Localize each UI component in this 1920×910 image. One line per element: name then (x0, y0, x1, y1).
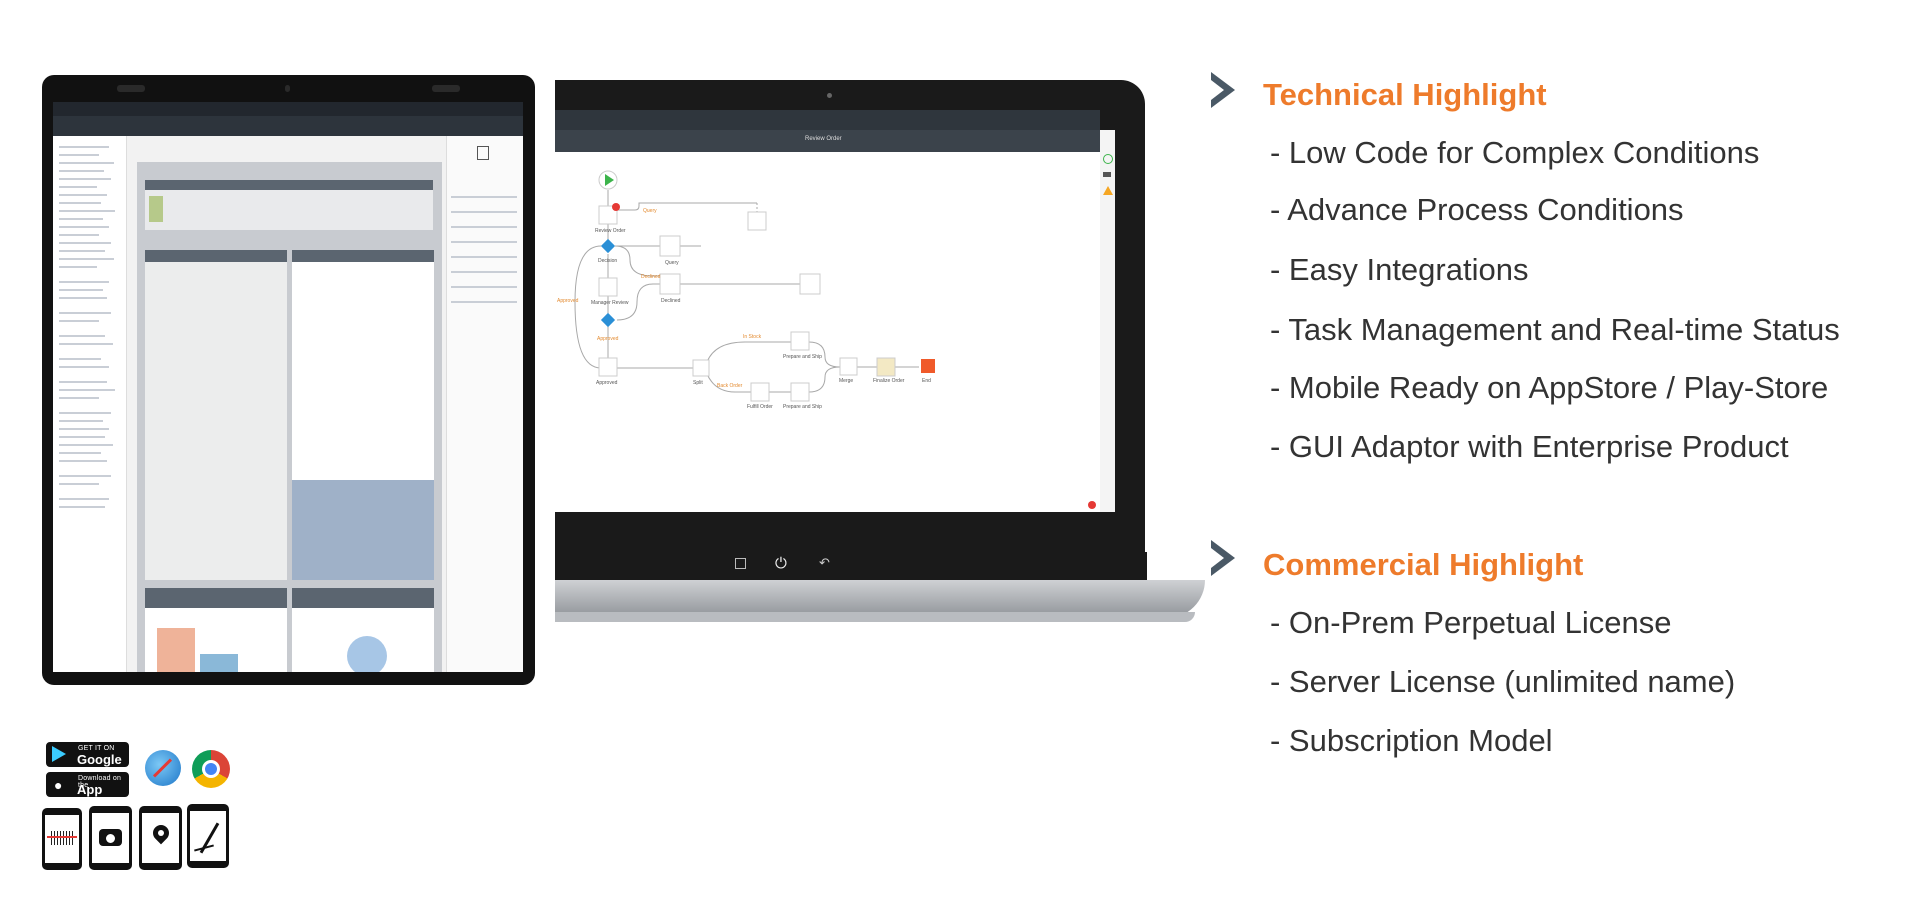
technical-highlight-title: Technical Highlight (1263, 77, 1547, 112)
laptop-base (555, 580, 1205, 618)
workflow-tab-bar: Review Order (555, 130, 1100, 152)
node-label-approved: Approved (596, 380, 618, 386)
safari-icon (145, 750, 181, 786)
node-label-decision: Decision (598, 258, 617, 264)
power-icon[interactable]: ⏻ (775, 555, 787, 572)
commercial-item-1: - On-Prem Perpetual License (1270, 605, 1672, 640)
technical-chevron-cutout (1211, 80, 1224, 100)
camera-phone-icon (89, 806, 132, 870)
app-store-badge[interactable]: ● Download on the App Store (46, 772, 129, 797)
designer-tab-bar (53, 116, 523, 136)
tablet-mockup (42, 75, 535, 685)
node-label-split: Split (693, 380, 703, 386)
laptop-mockup: Review Order (555, 80, 1147, 580)
technical-item-4: - Task Management and Real-time Status (1270, 312, 1840, 347)
edge-label-approved: Approved (597, 336, 619, 342)
workflow-header-bar (555, 110, 1100, 130)
technical-item-5: - Mobile Ready on AppStore / Play-Store (1270, 370, 1829, 405)
node-label-merge: Merge (839, 378, 853, 384)
designer-canvas (137, 162, 442, 672)
node-label-manager: Manager Review (591, 300, 629, 306)
commercial-chevron-cutout (1211, 548, 1224, 568)
laptop-base-edge (555, 612, 1195, 622)
play-triangle-icon (52, 746, 66, 762)
google-play-badge[interactable]: GET IT ON Google Play (46, 742, 129, 767)
workflow-diagram: Query Declined Approved Approved In Stoc… (557, 170, 1096, 509)
designer-title-bar (53, 102, 523, 116)
workflow-tab-title: Review Order (805, 136, 842, 142)
apple-icon: ● (54, 777, 63, 793)
recent-apps-icon[interactable] (735, 558, 746, 569)
node-label-finalize: Finalize Order (873, 378, 905, 384)
technical-item-2: - Advance Process Conditions (1270, 192, 1684, 227)
back-icon[interactable]: ↶ (819, 555, 830, 570)
node-label-prepare-2: Prepare and Ship (783, 404, 822, 410)
commercial-item-3: - Subscription Model (1270, 723, 1553, 758)
android-nav-bar: ⏻ ↶ (555, 552, 1147, 580)
app-store-large-text: App Store (77, 782, 103, 797)
designer-toolbox (53, 136, 127, 672)
chrome-icon (192, 750, 230, 788)
technical-item-1: - Low Code for Complex Conditions (1270, 135, 1760, 170)
workflow-designer-screenshot (555, 110, 1100, 512)
barcode-scanner-phone-icon (42, 808, 82, 870)
commercial-highlight-title: Commercial Highlight (1263, 547, 1584, 582)
node-label-review: Review Order (595, 228, 626, 234)
edge-label-approved-2: Approved (557, 298, 579, 304)
node-label-query: Query (665, 260, 679, 266)
technical-item-6: - GUI Adaptor with Enterprise Product (1270, 429, 1789, 464)
technical-item-3: - Easy Integrations (1270, 252, 1529, 287)
edge-label-declined: Declined (641, 274, 661, 280)
app-store-small-text: Download on the (78, 775, 122, 789)
google-play-large-text: Google Play (77, 752, 122, 767)
node-label-declined: Declined (661, 298, 681, 304)
designer-properties-panel (446, 136, 523, 672)
location-phone-icon (139, 806, 182, 870)
signature-phone-icon (187, 804, 229, 868)
camera-dot (827, 93, 832, 98)
edge-label-back-order: Back Order (717, 383, 743, 389)
edge-label-query: Query (643, 208, 657, 214)
form-designer-screenshot (53, 102, 523, 672)
node-label-end: End (922, 378, 931, 384)
workflow-right-toolbar (1100, 130, 1115, 512)
node-label-fulfill: Fulfill Order (747, 404, 773, 410)
commercial-item-2: - Server License (unlimited name) (1270, 664, 1736, 699)
edge-label-in-stock: In Stock (743, 334, 762, 340)
node-label-prepare-1: Prepare and Ship (783, 354, 822, 360)
google-play-small-text: GET IT ON (78, 745, 115, 752)
